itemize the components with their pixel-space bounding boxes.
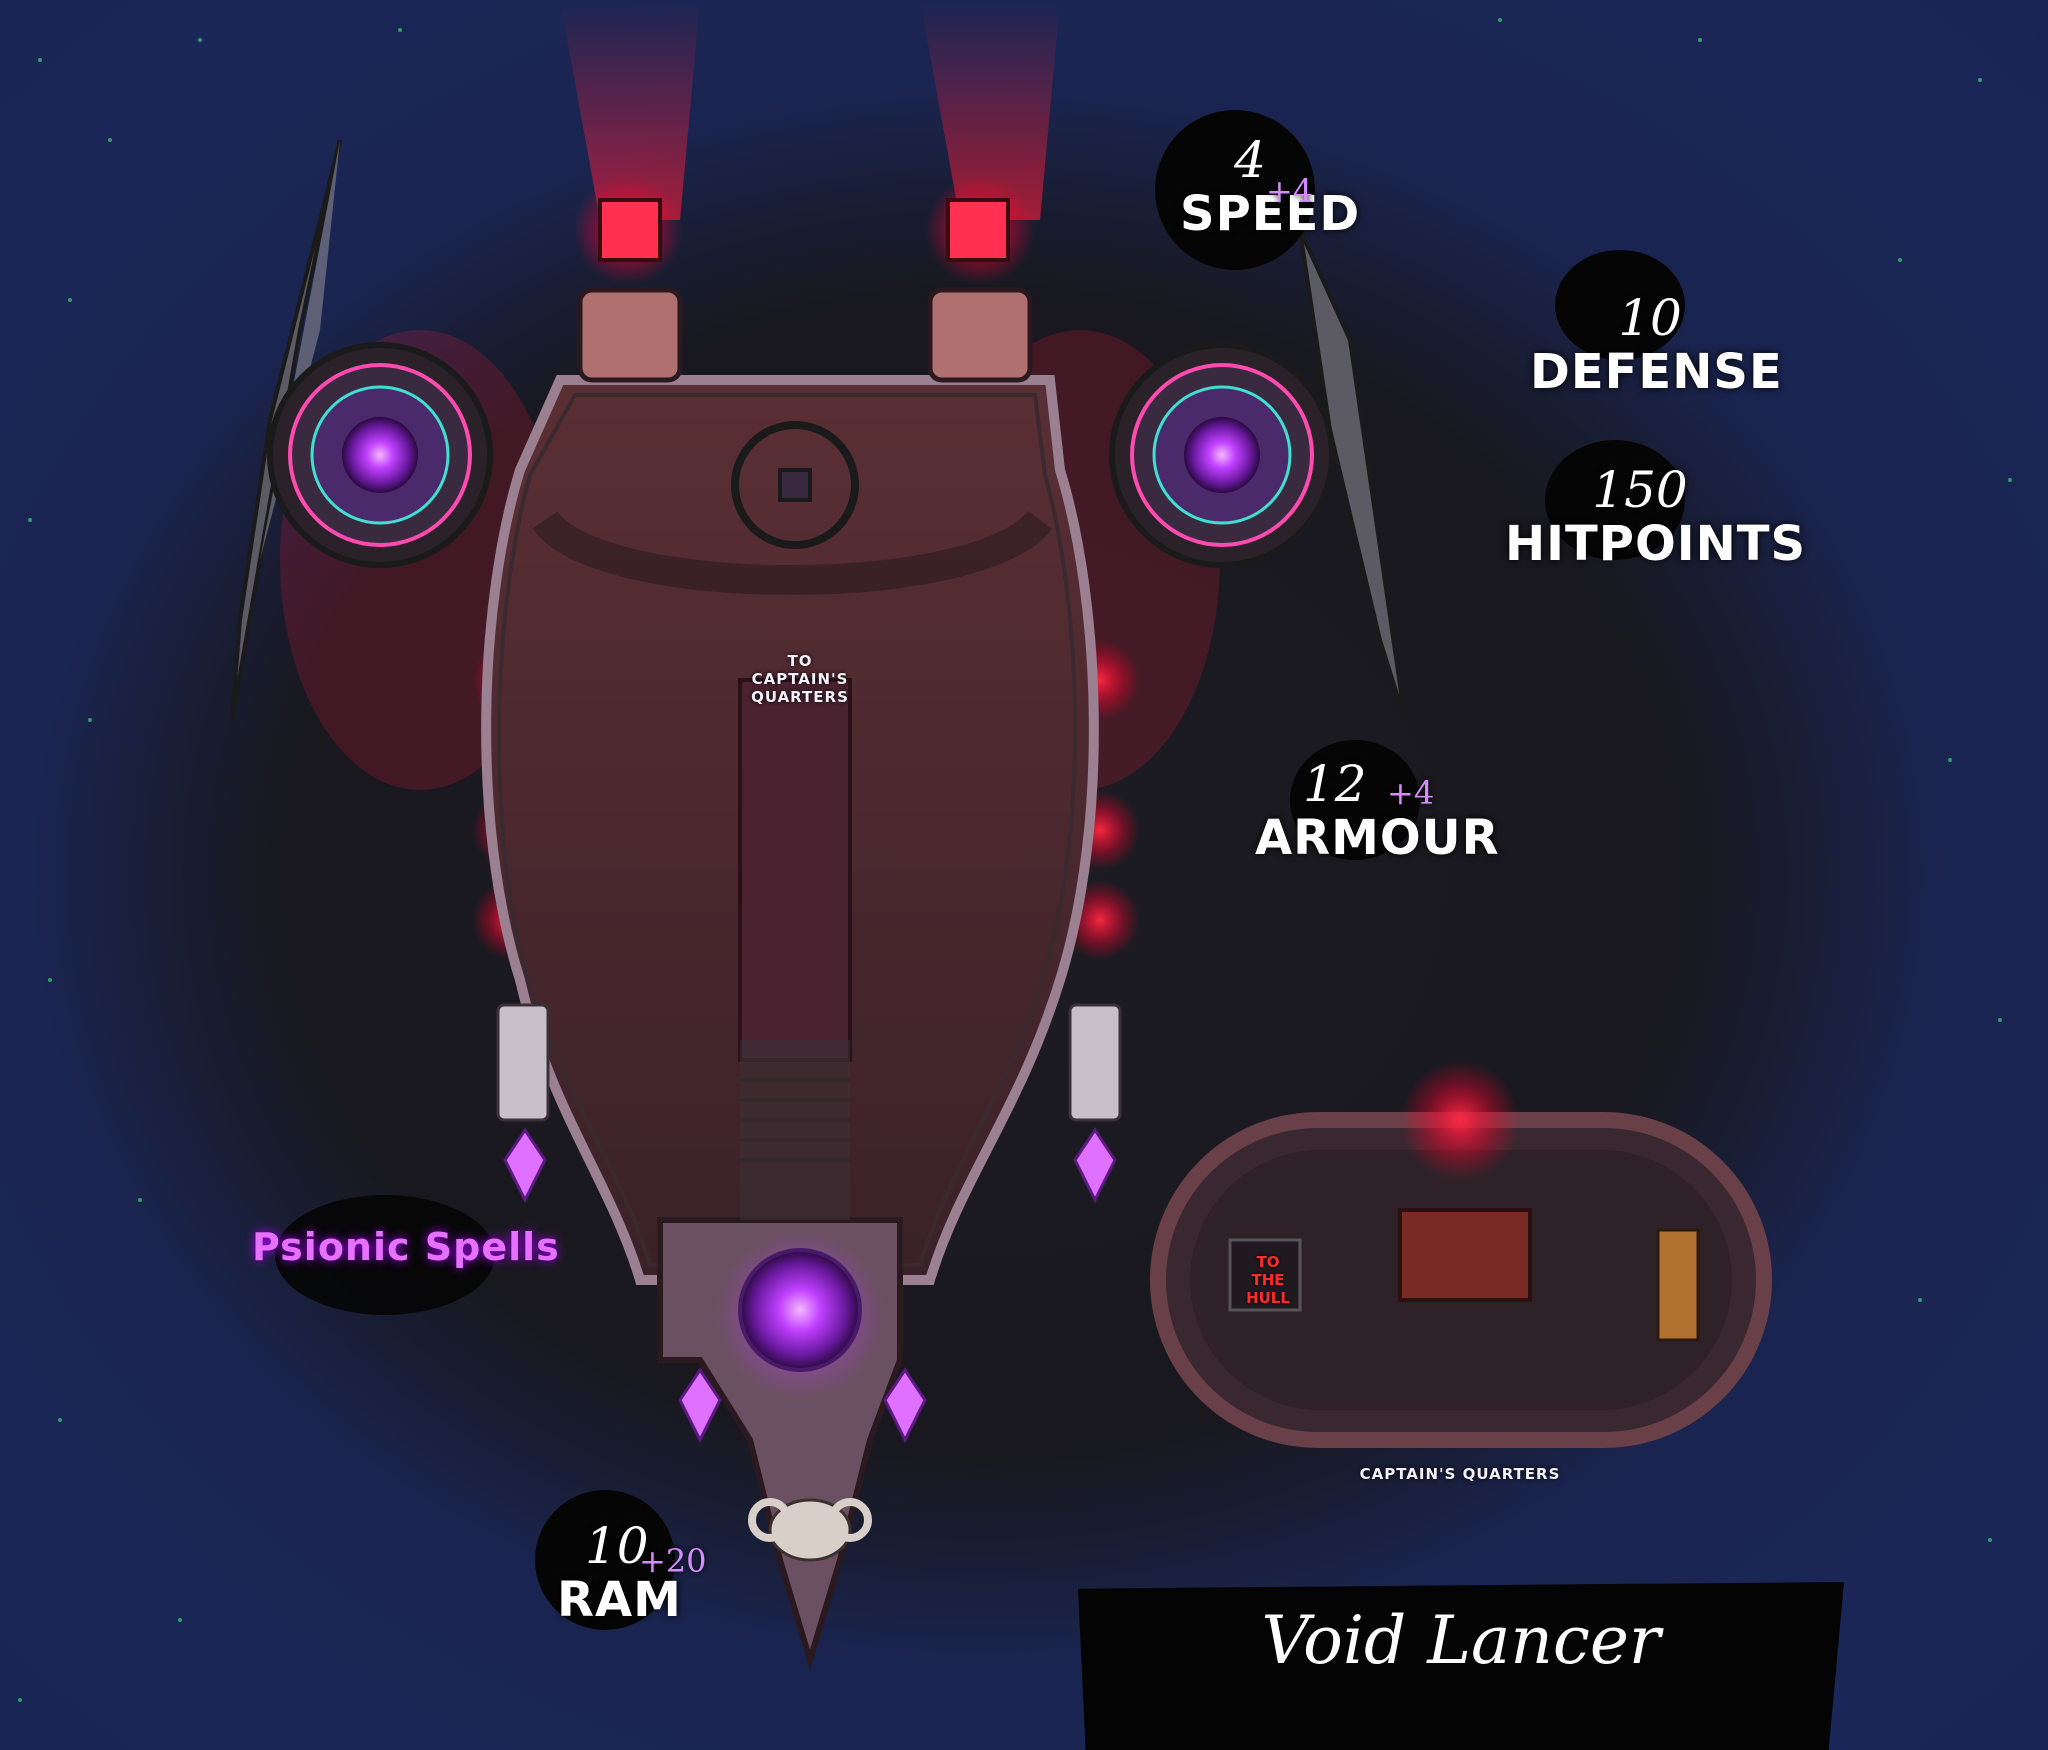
right-psionic-engine <box>1109 342 1335 568</box>
side-scrolls <box>496 1003 1122 1122</box>
ram-value: 10 <box>585 1517 649 1575</box>
speed-label: SPEED <box>1180 186 1361 242</box>
hitpoints-label: HITPOINTS <box>1505 516 1807 572</box>
speed-modifier: +4 <box>1266 172 1314 210</box>
crystal-icons <box>503 1127 1117 1444</box>
speed-stat: 4 SPEED +4 <box>1180 131 1361 242</box>
bow-psionic-orb <box>715 1230 885 1400</box>
to-the-hull-line1: TO <box>1256 1253 1280 1271</box>
to-captains-quarters-label: TO CAPTAIN'S QUARTERS <box>700 652 900 706</box>
psionic-spells-label: Psionic Spells <box>252 1225 560 1269</box>
right-wing <box>1298 229 1407 721</box>
speed-value: 4 <box>1234 131 1266 189</box>
helm <box>731 421 859 549</box>
to-the-hull-line2: THE HULL <box>1246 1271 1290 1307</box>
ram-skull-icon <box>748 1498 872 1562</box>
starfield <box>18 18 2012 1702</box>
captains-quarters-label: CAPTAIN'S QUARTERS <box>1359 1465 1561 1483</box>
main-hull <box>481 375 1099 1671</box>
armour-label: ARMOUR <box>1255 810 1500 866</box>
defense-stat: 10 DEFENSE <box>1530 289 1783 400</box>
ram-label: RAM <box>557 1572 682 1628</box>
captains-quarters-room <box>1150 1060 1772 1448</box>
to-captains-quarters-line1: TO <box>787 652 813 670</box>
top-engines <box>573 175 1035 383</box>
ram-modifier: +20 <box>639 1542 707 1580</box>
ram-stat: 10 RAM +20 <box>555 1517 707 1628</box>
title-banner <box>1078 1582 1844 1750</box>
defense-value: 10 <box>1618 289 1682 347</box>
armour-stat: 12 ARMOUR +4 <box>1255 755 1500 866</box>
armour-modifier: +4 <box>1387 774 1435 812</box>
to-captains-quarters-line2: CAPTAIN'S QUARTERS <box>751 670 849 706</box>
armour-value: 12 <box>1303 755 1367 813</box>
ship-title: Void Lancer <box>1261 1602 1661 1679</box>
hitpoints-stat: 150 HITPOINTS <box>1505 461 1807 572</box>
left-psionic-engine <box>267 342 493 568</box>
hitpoints-value: 150 <box>1592 461 1688 519</box>
defense-label: DEFENSE <box>1530 344 1783 400</box>
stat-backgrounds <box>275 110 1685 1630</box>
to-the-hull-sign: TO THE HULL <box>1246 1253 1290 1307</box>
